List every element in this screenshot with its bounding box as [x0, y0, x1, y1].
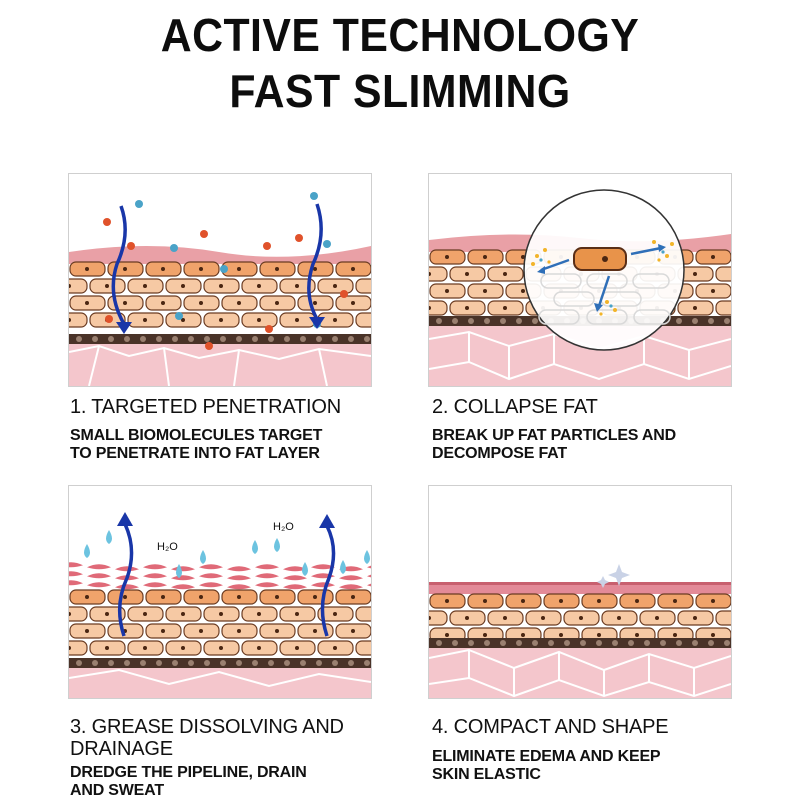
step-3-desc-line-2: AND SWEAT: [70, 782, 164, 799]
step-3-title-line-1: 3. GREASE DISSOLVING AND: [70, 716, 344, 738]
sparkle-icon: [597, 564, 630, 588]
skin-diagram-penetration: [69, 174, 371, 386]
panel-targeted-penetration: [68, 173, 372, 387]
dissolving-lipid-layer: [69, 562, 371, 590]
fat-cell-layer: [69, 589, 371, 656]
main-title-line-1: ACTIVE TECHNOLOGY: [160, 9, 640, 61]
panel-grease-dissolving: H₂O H₂O: [68, 485, 372, 699]
step-3-title-line-2: DRAINAGE: [70, 738, 173, 760]
step-2-desc-line-2: DECOMPOSE FAT: [432, 445, 567, 462]
h2o-label-1: H₂O: [157, 541, 178, 553]
penetration-arrow-icon: [307, 203, 323, 320]
drainage-arrow-icon: [320, 525, 336, 637]
skin-diagram-compact: [429, 486, 731, 698]
skin-diagram-drainage: H₂O H₂O: [69, 486, 371, 698]
step-4-title: 4. COMPACT AND SHAPE: [432, 716, 669, 738]
step-1-title: 1. TARGETED PENETRATION: [70, 396, 341, 418]
step-4-desc-line-2: SKIN ELASTIC: [432, 766, 541, 783]
magnifier-circle: [523, 189, 685, 351]
water-drop-icon: [84, 530, 370, 578]
h2o-label-2: H₂O: [273, 521, 294, 533]
skin-diagram-collapse: [429, 174, 731, 386]
penetration-arrow-icon: [111, 205, 127, 325]
panel-compact-shape: [428, 485, 732, 699]
step-2-title: 2. COLLAPSE FAT: [432, 396, 598, 418]
step-1-desc-line-2: TO PENETRATE INTO FAT LAYER: [70, 445, 320, 462]
panel-collapse-fat: [428, 173, 732, 387]
step-3-desc-line-1: DREDGE THE PIPELINE, DRAIN: [70, 764, 307, 781]
drainage-arrow-icon: [117, 523, 134, 637]
step-1-desc-line-1: SMALL BIOMOLECULES TARGET: [70, 427, 323, 444]
step-2-desc-line-1: BREAK UP FAT PARTICLES AND: [432, 427, 676, 444]
step-4-desc-line-1: ELIMINATE EDEMA AND KEEP: [432, 748, 661, 765]
main-title-line-2: FAST SLIMMING: [229, 65, 571, 117]
